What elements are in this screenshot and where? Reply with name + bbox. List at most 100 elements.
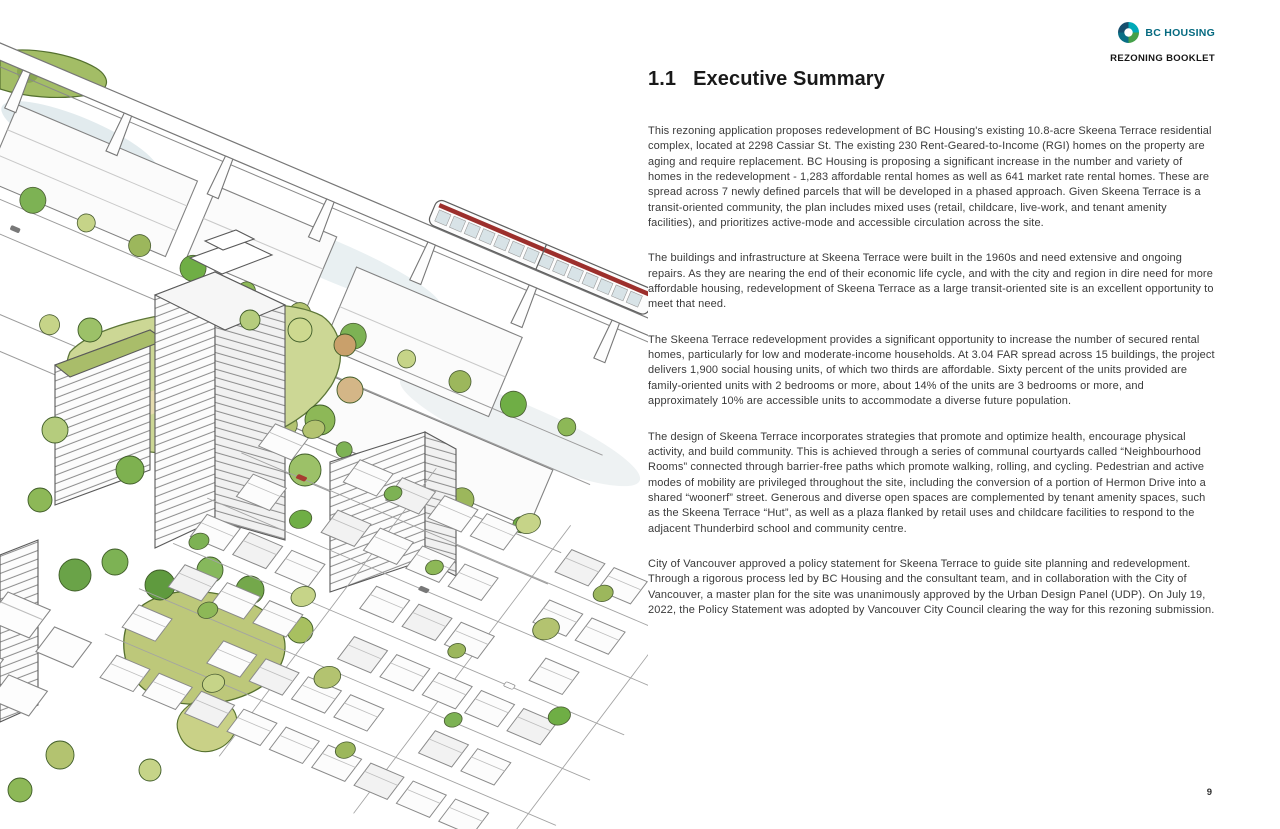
guideway-pier (408, 241, 437, 286)
tree (515, 513, 541, 534)
tree (201, 673, 226, 693)
train-window (493, 234, 511, 252)
house (554, 549, 606, 587)
brand-lockup: BC HOUSING (1118, 22, 1215, 43)
house-roof-line (217, 648, 251, 664)
house (401, 603, 453, 642)
house-roof-line (517, 716, 551, 732)
house-roof-line (178, 572, 213, 588)
house-grid (99, 419, 648, 829)
street-tree (76, 213, 96, 233)
house (353, 762, 405, 800)
section-number: 1.1 (648, 68, 677, 90)
paragraph: This rezoning application proposes redev… (648, 125, 1212, 230)
train-window (522, 247, 540, 264)
train-window (434, 209, 452, 227)
house (358, 585, 411, 624)
house (231, 531, 284, 570)
house-roof-line (458, 571, 493, 587)
street-tree (39, 314, 60, 336)
tree (7, 777, 33, 803)
house-roof-line (259, 666, 294, 682)
tree (27, 487, 53, 513)
house-roof-line (268, 431, 303, 447)
street-tree (557, 417, 577, 437)
site-trees (7, 309, 364, 803)
train-window (552, 259, 570, 277)
train-window (596, 278, 614, 296)
tree (289, 509, 313, 529)
house (437, 798, 490, 829)
house-roof-line (370, 594, 404, 609)
tree (532, 617, 560, 641)
house-roof-line (543, 607, 577, 623)
house-roof-line (373, 536, 408, 551)
tree (287, 317, 313, 343)
tree (77, 317, 103, 343)
house-roof-line (331, 518, 366, 533)
tree (447, 643, 467, 659)
tree (41, 416, 69, 444)
house-roof-line (220, 590, 255, 606)
train-window (449, 215, 467, 233)
house-roof-line (364, 771, 398, 786)
paragraph: City of Vancouver approved a policy stat… (648, 557, 1215, 616)
house (421, 671, 473, 710)
street-tree (19, 186, 47, 214)
house-roof-line (454, 630, 489, 645)
house-roof-line (322, 753, 356, 768)
train-window (463, 222, 481, 239)
street-tree (397, 349, 416, 369)
tree (336, 376, 364, 404)
house (333, 694, 385, 732)
house-roof-line (237, 717, 271, 732)
train-window (507, 240, 525, 258)
house-roof-line (200, 522, 235, 537)
tree (383, 485, 403, 502)
brand-name: BC HOUSING (1145, 26, 1215, 39)
house-roof-line (428, 738, 463, 754)
tree (302, 419, 326, 439)
bc-housing-logo-icon (1118, 22, 1140, 43)
tree (290, 586, 316, 607)
tree (313, 665, 342, 689)
train-window (611, 284, 629, 302)
street-tree (335, 441, 353, 459)
house-roof-line (279, 735, 314, 750)
house-roof-line (110, 663, 144, 678)
guideway-pier (593, 319, 621, 364)
paragraph: The design of Skeena Terrace incorporate… (648, 430, 1206, 535)
train-window (581, 272, 599, 289)
house-roof-line (152, 681, 187, 696)
house-roof-line (243, 540, 277, 555)
house (528, 657, 580, 696)
tree (197, 601, 219, 619)
tree (425, 559, 444, 576)
street-tree (128, 234, 152, 258)
train-window (625, 290, 643, 308)
house-roof-line (438, 503, 472, 519)
low-buildings (0, 591, 93, 717)
guideway-pier (206, 155, 234, 200)
house-roof-line (412, 612, 447, 627)
grid-streets (104, 452, 648, 829)
tree (188, 532, 210, 550)
guideway-pier (307, 198, 335, 243)
house-roof-line (132, 612, 167, 628)
paragraph: The Skeena Terrace redevelopment provide… (648, 333, 1215, 408)
street-tree (448, 370, 472, 393)
guideway-pier (105, 112, 133, 157)
page-number: 9 (1206, 787, 1212, 798)
house-roof-line (449, 806, 483, 822)
tree (333, 333, 357, 357)
house-roof-line (607, 575, 642, 591)
tree (115, 455, 145, 485)
site-illustration (0, 28, 648, 829)
tree (443, 712, 463, 728)
street-tree (499, 390, 527, 418)
tree (45, 740, 75, 770)
house-roof-line (285, 558, 319, 573)
skytrain-guideway (0, 28, 648, 364)
booklet-label: REZONING BOOKLET (1110, 53, 1215, 64)
house-roof-line (194, 699, 229, 714)
